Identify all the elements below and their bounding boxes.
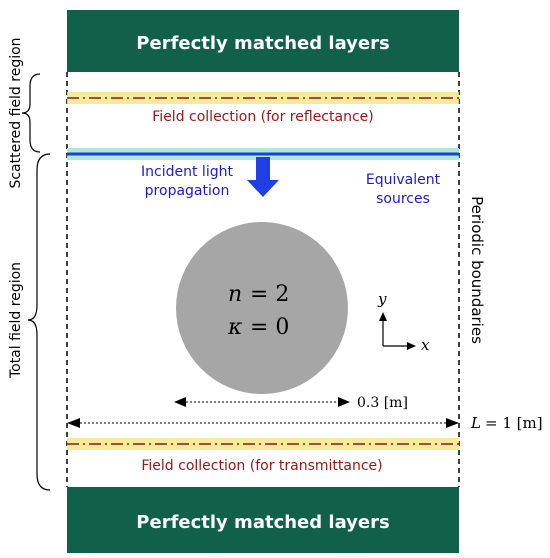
incident-label-line2: propagation: [145, 183, 230, 199]
pml-top-label: Perfectly matched layers: [136, 33, 389, 54]
equivalent-label-line2: sources: [376, 191, 430, 207]
transmittance-collection-label: Field collection (for transmittance): [141, 458, 382, 474]
x-axis-label: x: [421, 336, 430, 354]
incident-label-line1: Incident light: [141, 164, 233, 180]
kappa-value: = 0: [250, 315, 289, 340]
width-label: = 1 [m]: [485, 414, 543, 432]
reflectance-collection-glow: [67, 92, 459, 104]
pml-bottom-block: [67, 487, 459, 553]
periodic-boundaries-label: Periodic boundaries: [468, 196, 486, 344]
total-field-region-label: Total field region: [8, 262, 24, 379]
equivalent-label-line1: Equivalent: [366, 172, 441, 188]
pml-top-block: [67, 10, 459, 72]
n-variable: n: [228, 282, 242, 307]
radius-arrow-left-icon: [174, 397, 186, 407]
pml-bottom-label: Perfectly matched layers: [136, 512, 389, 533]
scattered-field-region-label: Scattered field region: [8, 37, 24, 188]
radius-arrow-right-icon: [338, 397, 350, 407]
y-axis-label: y: [377, 290, 387, 308]
x-axis-arrow-icon: [407, 342, 416, 350]
incident-arrow-icon: [247, 157, 279, 197]
kappa-variable: κ: [227, 315, 243, 340]
width-arrow-left-icon: [67, 418, 80, 428]
transmittance-collection-glow: [67, 438, 459, 450]
total-region-brace: [27, 153, 51, 491]
scatterer-circle: [176, 222, 348, 394]
radius-label: 0.3 [m]: [357, 395, 408, 411]
y-axis-arrow-icon: [379, 312, 387, 321]
width-variable: L: [470, 414, 481, 432]
n-value: = 2: [250, 282, 289, 307]
reflectance-collection-label: Field collection (for reflectance): [152, 109, 373, 125]
width-arrow-right-icon: [446, 418, 459, 428]
scattered-region-brace: [21, 73, 41, 153]
